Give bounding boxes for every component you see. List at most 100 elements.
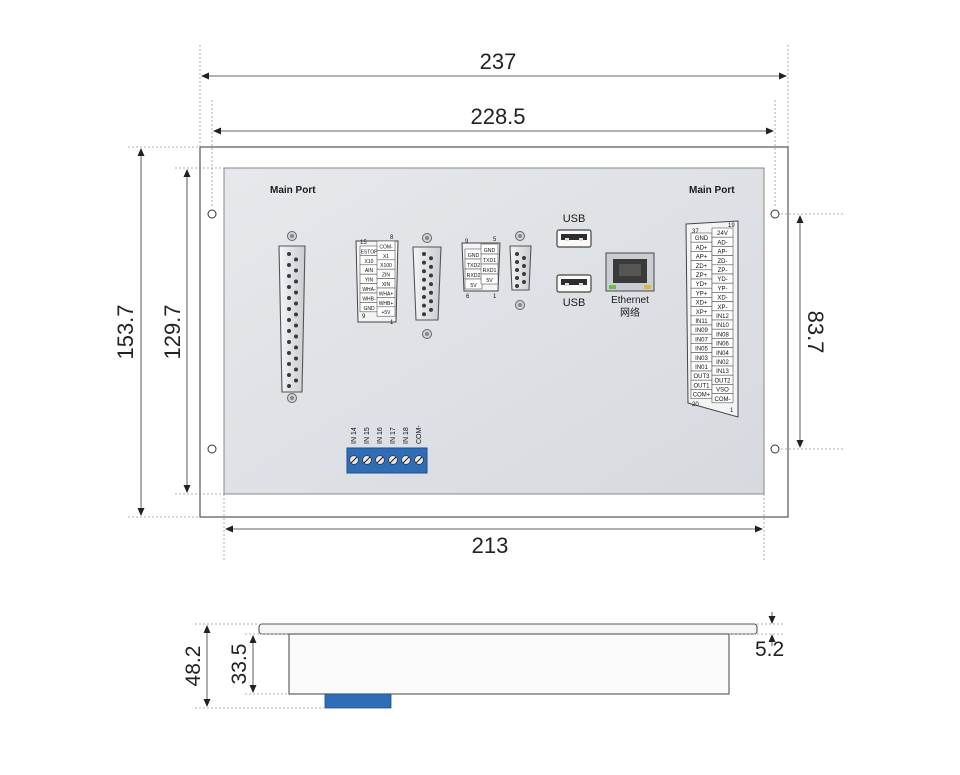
pin-label: X1 (383, 254, 389, 260)
pin-label: TXD1 (483, 258, 496, 264)
terminal-label: IN 15 (364, 427, 371, 444)
pin-dot (429, 307, 433, 312)
screw-slot (389, 456, 397, 464)
pin-dot (287, 384, 291, 388)
pin-label: +5V (381, 310, 391, 316)
pin-label: ZP- (718, 268, 728, 274)
side-flange (258, 623, 758, 635)
side-view (258, 623, 758, 709)
pin-dot (287, 285, 291, 289)
pin-label: IN01 (695, 365, 708, 371)
terminal-label: COM- (416, 425, 423, 444)
pin-label: GND (468, 253, 480, 259)
pin-label: XD- (717, 296, 727, 302)
pin-dot (429, 299, 433, 304)
pin-dot (522, 256, 526, 260)
pin-label: ZD- (718, 259, 728, 265)
pin-number: 9 (465, 239, 469, 245)
dim-outer-height: 153.7 (113, 304, 138, 359)
pin-dot (522, 264, 526, 268)
pin-dot (287, 263, 291, 267)
pin-label: OUT3 (693, 374, 710, 380)
pin-dot (294, 290, 298, 295)
side-body (288, 633, 730, 695)
pin-dot (294, 301, 298, 306)
pin-label: YD- (717, 277, 727, 283)
ethernet-cn-label: 网络 (620, 306, 640, 319)
ethernet-port: Ethernet 网络 (605, 252, 655, 319)
pin-label: AP- (717, 250, 727, 256)
pin-label: IN05 (695, 347, 708, 353)
pin-dot (422, 286, 426, 291)
pin-dot (422, 295, 426, 299)
db25-connector (278, 231, 306, 403)
pin-dot (522, 280, 526, 284)
pin-label: AD- (717, 240, 727, 246)
pin-number: 5 (493, 237, 497, 243)
screw-slot (402, 456, 410, 464)
screw-icon (518, 234, 522, 238)
pin-label: OUT1 (693, 383, 710, 389)
pin-label: YP+ (696, 291, 708, 297)
pin-label: RXD2 (467, 273, 481, 279)
mounting-hole (207, 209, 217, 219)
pin-dot (422, 252, 426, 256)
dim-hole-spacing: 83.7 (803, 311, 828, 354)
pin-dot (294, 312, 298, 317)
screw-icon (425, 332, 429, 336)
pin-dot (287, 329, 291, 333)
pin-label: GND (484, 248, 496, 254)
pin-label: IN02 (716, 360, 729, 366)
pin-label: 5V (486, 278, 493, 284)
pin-dot (287, 351, 291, 355)
pin-dot (294, 378, 298, 383)
pin-label: 24V (717, 231, 728, 237)
pin-label: IN06 (716, 342, 729, 348)
pin-dot (287, 252, 291, 256)
pin-cell (376, 306, 396, 317)
screw-icon (518, 303, 522, 307)
pin-dot (422, 303, 426, 308)
db15-connector (412, 233, 442, 339)
dim-body-depth: 33.5 (228, 644, 251, 685)
terminal-label: IN 17 (390, 427, 397, 444)
pin-dot (422, 312, 426, 317)
pin-label: COM- (715, 397, 731, 403)
pin-label: IN04 (716, 351, 729, 357)
pin-label: 5V (470, 283, 477, 289)
pin-label: WHA- (362, 287, 376, 293)
pin-label: XP+ (696, 310, 708, 316)
pin-number: 19 (728, 223, 735, 229)
pin-dot (515, 276, 519, 280)
screw-icon (425, 236, 429, 240)
pin-number: 15 (360, 240, 367, 246)
pin-dot (294, 323, 298, 328)
pin-label: WHA+ (379, 291, 394, 297)
pin-label: WHB- (362, 296, 376, 302)
pin-number: 1 (730, 408, 734, 414)
pin-label: IN07 (695, 337, 708, 343)
pin-number: 9 (362, 314, 366, 320)
pin-number: 1 (493, 294, 497, 300)
pin-dot (287, 362, 291, 366)
dim-total-depth: 48.2 (182, 646, 205, 687)
pin-dot (429, 256, 433, 261)
pin-dot (422, 269, 426, 274)
pin-dot (515, 268, 519, 272)
usb-port-bottom: USB (556, 274, 592, 309)
pin-dot (429, 290, 433, 295)
pin-label: IN12 (716, 314, 729, 320)
pin-label: OUT2 (714, 378, 731, 384)
pin-label: COM+ (693, 393, 711, 399)
screw-icon (290, 396, 294, 400)
dim-panel-width: 213 (472, 533, 509, 558)
pin-number: 6 (466, 294, 470, 300)
pin-label: RXD1 (483, 268, 497, 274)
pin-label: ESTOP (361, 249, 379, 255)
pin-dot (515, 284, 519, 288)
dim-flange-width: 228.5 (470, 104, 525, 129)
mounting-hole (770, 209, 780, 219)
pin-label: AP+ (696, 255, 708, 261)
